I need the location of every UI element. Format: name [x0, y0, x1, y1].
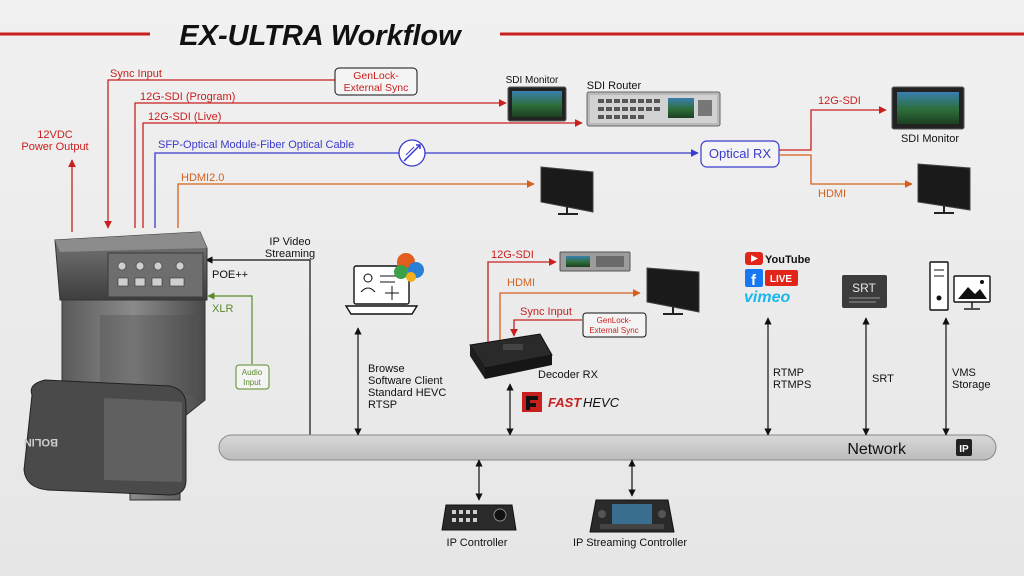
fast-hevc-hevc: HEVC	[583, 395, 620, 410]
facebook-icon: f	[751, 272, 757, 289]
dec-genlock-box	[582, 312, 647, 338]
xlr-line	[207, 292, 253, 364]
ip-badge-label: IP	[959, 444, 969, 455]
decoder-rx-label: Decoder RX	[538, 369, 599, 381]
poe-label: POE++	[212, 269, 248, 281]
vimeo-label: vimeo	[744, 289, 790, 306]
sdi-router: SDI Router	[586, 80, 721, 127]
vms-storage-icon	[929, 261, 991, 311]
power-label-1: 12VDC	[37, 129, 73, 141]
dec-sdi-device	[559, 251, 631, 272]
optical-rx-box	[700, 140, 780, 168]
rx-hdmi-line	[779, 154, 913, 188]
fiber-icon	[398, 139, 426, 167]
sdi-router-label: SDI Router	[587, 80, 642, 92]
browse-label-3: Standard HEVC	[368, 387, 446, 399]
browser-icons	[394, 253, 424, 282]
dec-sync-line	[510, 319, 582, 337]
network-label: Network	[847, 441, 907, 458]
audio-input-label-2: Input	[243, 378, 262, 387]
ip-streaming-controller-label: IP Streaming Controller	[573, 537, 687, 549]
sdi-monitor-right: SDI Monitor	[891, 86, 965, 145]
header: EX-ULTRA Workflow	[0, 20, 1024, 52]
audio-input-label-1: Audio	[242, 368, 263, 377]
vms-label-2: Storage	[952, 379, 991, 391]
network-bar	[218, 434, 997, 461]
dec-hdmi-line	[499, 289, 641, 340]
rx-hdmi-label: HDMI	[818, 188, 846, 200]
optical-rx-label: Optical RX	[709, 146, 771, 161]
sfp-label: SFP-Optical Module-Fiber Optical Cable	[158, 139, 354, 151]
power-label-2: Power Output	[21, 141, 88, 153]
hdmi-monitor-right	[917, 163, 971, 214]
srt-logo-label: SRT	[852, 281, 876, 295]
page-title: EX-ULTRA Workflow	[179, 20, 463, 52]
youtube-label: YouTube	[765, 254, 810, 266]
rtmp-label-2: RTMPS	[773, 379, 811, 391]
audio-input-box	[235, 364, 270, 390]
browse-label-4: RTSP	[368, 399, 397, 411]
dec-hdmi-monitor	[646, 267, 700, 315]
sfp-line	[154, 149, 699, 228]
rtmp-label-1: RTMP	[773, 367, 804, 379]
ip-controller-device	[441, 504, 517, 531]
ip-video-label-1: IP Video	[269, 236, 310, 248]
fast-hevc-fast: FAST	[548, 395, 582, 410]
sdi-program-line	[134, 99, 507, 228]
sdi-monitor-top-label: SDI Monitor	[506, 75, 559, 86]
dec-sdi-line	[487, 258, 557, 342]
decoder-rx	[469, 333, 553, 379]
browse-label-1: Browse	[368, 363, 405, 375]
srt-label: SRT	[872, 373, 894, 385]
hdmi-monitor-top	[540, 166, 594, 215]
sdi-live-label: 12G-SDI (Live)	[148, 111, 221, 123]
rx-sdi-line	[779, 106, 887, 151]
dec-hdmi-label: HDMI	[507, 277, 535, 289]
dec-sdi-label: 12G-SDI	[491, 249, 534, 261]
genlock-box	[334, 67, 418, 96]
dec-genlock-label-1: GenLock-	[597, 316, 632, 325]
ptz-camera: BOLIN	[23, 231, 208, 501]
srt-logo-box	[842, 275, 887, 308]
live-label: LIVE	[770, 274, 793, 285]
ip-badge	[956, 439, 972, 456]
youtube-logo: YouTube	[745, 252, 810, 266]
sdi-monitor-top: SDI Monitor	[506, 75, 567, 122]
facebook-live-logo: f LIVE	[745, 269, 798, 289]
sync-input-line	[104, 79, 340, 229]
ip-streaming-controller-device	[589, 499, 675, 533]
genlock-label-1: GenLock-	[353, 70, 399, 82]
fast-hevc-logo: FAST HEVC	[522, 392, 620, 412]
xlr-label: XLR	[212, 303, 233, 315]
vms-label-1: VMS	[952, 367, 976, 379]
ip-video-label-2: Streaming	[265, 248, 315, 260]
camera-brand: BOLIN	[24, 436, 58, 448]
sdi-program-label: 12G-SDI (Program)	[140, 91, 235, 103]
rx-sdi-label: 12G-SDI	[818, 95, 861, 107]
genlock-label-2: External Sync	[344, 82, 409, 94]
ip-video-line	[205, 256, 311, 448]
sdi-monitor-right-label: SDI Monitor	[901, 133, 959, 145]
browse-label-2: Software Client	[368, 375, 443, 387]
hdmi20-line	[177, 180, 535, 228]
sync-input-label: Sync Input	[110, 68, 162, 80]
hdmi20-label: HDMI2.0	[181, 172, 224, 184]
dec-genlock-label-2: External Sync	[589, 326, 638, 335]
dec-sync-label: Sync Input	[520, 306, 572, 318]
sdi-live-line	[142, 119, 583, 228]
ip-controller-label: IP Controller	[447, 537, 508, 549]
